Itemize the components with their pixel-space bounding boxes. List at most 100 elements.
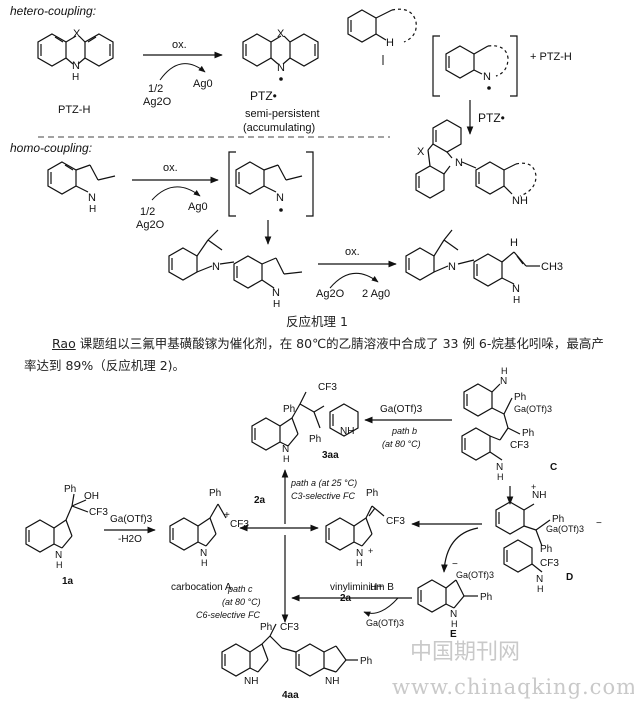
label-c: C — [550, 462, 557, 473]
b-n: N — [356, 548, 363, 559]
indoline-n: N — [88, 192, 96, 204]
d-to-e-arrow — [441, 527, 479, 573]
two-ag0-label: 2 Ag0 — [362, 288, 390, 300]
4aa-cf3: CF3 — [280, 622, 299, 633]
aminyl-radical-bracket — [432, 35, 518, 97]
ptz-x-atom: X — [277, 28, 285, 40]
accumulating-label: (accumulating) — [243, 122, 315, 134]
ag0-label-1: Ag0 — [193, 78, 213, 90]
intermediate-e-structure — [417, 579, 478, 613]
gaotf3-release-arrow — [363, 597, 399, 617]
b-ph: Ph — [366, 488, 378, 499]
ptzh-label: PTZ-H — [58, 104, 90, 116]
vinyliminium-b-structure — [325, 505, 385, 551]
half-label-2: 1/2 — [140, 206, 155, 218]
c-gaotf3: Ga(OTf)3 — [514, 404, 552, 414]
compound-3aa-structure — [251, 391, 359, 451]
product-n-atom: N — [455, 157, 463, 169]
indole-nh-n: N — [512, 283, 520, 295]
dimer-h: H — [273, 299, 280, 310]
3aa-cf3: CF3 — [318, 382, 337, 393]
path-b-label: path b — [391, 426, 417, 436]
ag-curved-arrow-1 — [159, 63, 206, 81]
d-plus: + — [531, 482, 536, 492]
ag-curved-arrow-3 — [329, 272, 379, 289]
d-h: H — [537, 584, 544, 594]
3aa-ph2: Ph — [309, 434, 321, 445]
e-h: H — [451, 619, 458, 629]
indole-n: N — [448, 261, 456, 273]
product-x-atom: X — [417, 146, 425, 158]
ptzh-structure — [37, 33, 114, 67]
carbocation-a-structure — [169, 503, 227, 551]
d-ph2: Ph — [540, 544, 552, 555]
c-nh-h: H — [501, 366, 508, 376]
amine-nh: H — [386, 37, 394, 49]
hplus-label: H+ — [370, 582, 383, 593]
indoline-h: H — [89, 204, 96, 215]
a-h: H — [201, 558, 208, 568]
label-1a: 1a — [62, 576, 74, 587]
d-cf3: CF3 — [540, 558, 559, 569]
3aa-nh: NH — [340, 426, 354, 437]
e-n: N — [450, 609, 457, 620]
ag2o-label-1: Ag2O — [143, 96, 172, 108]
ptz-radical-reagent: PTZ• — [478, 111, 505, 125]
4aa-ph2: Ph — [360, 656, 372, 667]
path-b-temp: (at 80 °C) — [382, 439, 421, 449]
hetero-coupling-product — [415, 119, 537, 199]
ptz-radical-label: PTZ• — [250, 89, 277, 103]
indoline-dimer-structure — [168, 229, 303, 289]
b-cf3: CF3 — [386, 516, 405, 527]
label-d: D — [566, 572, 573, 583]
scheme-caption: 反应机理 1 — [286, 314, 348, 329]
c-cf3: CF3 — [510, 440, 529, 451]
ptzh-n-atom: N — [72, 60, 80, 72]
b-h: H — [356, 558, 363, 568]
ox-label-3: ox. — [345, 246, 360, 258]
1a-cf3: CF3 — [89, 507, 108, 518]
gaotf3-label-b: Ga(OTf)3 — [380, 404, 423, 415]
indole-ch3: CH3 — [541, 261, 563, 273]
half-label-1: 1/2 — [148, 83, 163, 95]
1a-n: N — [55, 550, 62, 561]
1a-oh: OH — [84, 491, 99, 502]
indoline-structure — [47, 161, 116, 195]
intermediate-d-structure — [495, 501, 551, 573]
1a-ph: Ph — [64, 484, 76, 495]
4aa-nh2: NH — [325, 676, 339, 687]
ox-label-1: ox. — [172, 39, 187, 51]
a-cf3: CF3 — [230, 519, 249, 530]
c-ph: Ph — [514, 392, 526, 403]
d-gaotf3: Ga(OTf)3 — [546, 524, 584, 534]
a-n: N — [200, 548, 207, 559]
minus-h2o-label: -H2O — [118, 534, 142, 545]
vinyliminium-label: vinyliminium B — [330, 582, 394, 593]
indole-product-structure — [405, 229, 540, 287]
3aa-h: H — [283, 454, 290, 464]
ag0-label-2: Ag0 — [188, 201, 208, 213]
author-name: Rao — [52, 336, 76, 351]
2a-label-a: 2a — [254, 495, 266, 506]
amine-reagent-structure — [347, 8, 417, 43]
e-minus: − — [452, 559, 458, 570]
gaotf3-label-1: Ga(OTf)3 — [110, 514, 153, 525]
d-minus: − — [596, 518, 602, 529]
body-paragraph: Rao 课题组以三氟甲基磺酸镓为催化剂，在 80℃的乙腈溶液中合成了 33 例 … — [24, 333, 616, 377]
3aa-n: N — [282, 444, 289, 455]
dimer-n2: N — [272, 287, 280, 299]
aminyl-radical-dot — [487, 86, 491, 90]
aminyl-n: N — [483, 71, 491, 83]
ptz-radical-structure — [242, 33, 319, 67]
3aa-ph: Ph — [283, 404, 295, 415]
watermark-cn: 中国期刊网 — [410, 640, 521, 665]
plus-ptzh-label: + PTZ-H — [530, 51, 572, 63]
indolinyl-radical-dot — [279, 208, 283, 212]
semi-persistent-label: semi-persistent — [245, 108, 320, 120]
c-n: N — [496, 462, 503, 473]
c-h: H — [497, 472, 504, 482]
label-e: E — [450, 629, 457, 640]
compound-1a-structure — [25, 493, 89, 553]
intermediate-c-structure — [461, 383, 521, 461]
ag2o-label-3: Ag2O — [316, 288, 345, 300]
